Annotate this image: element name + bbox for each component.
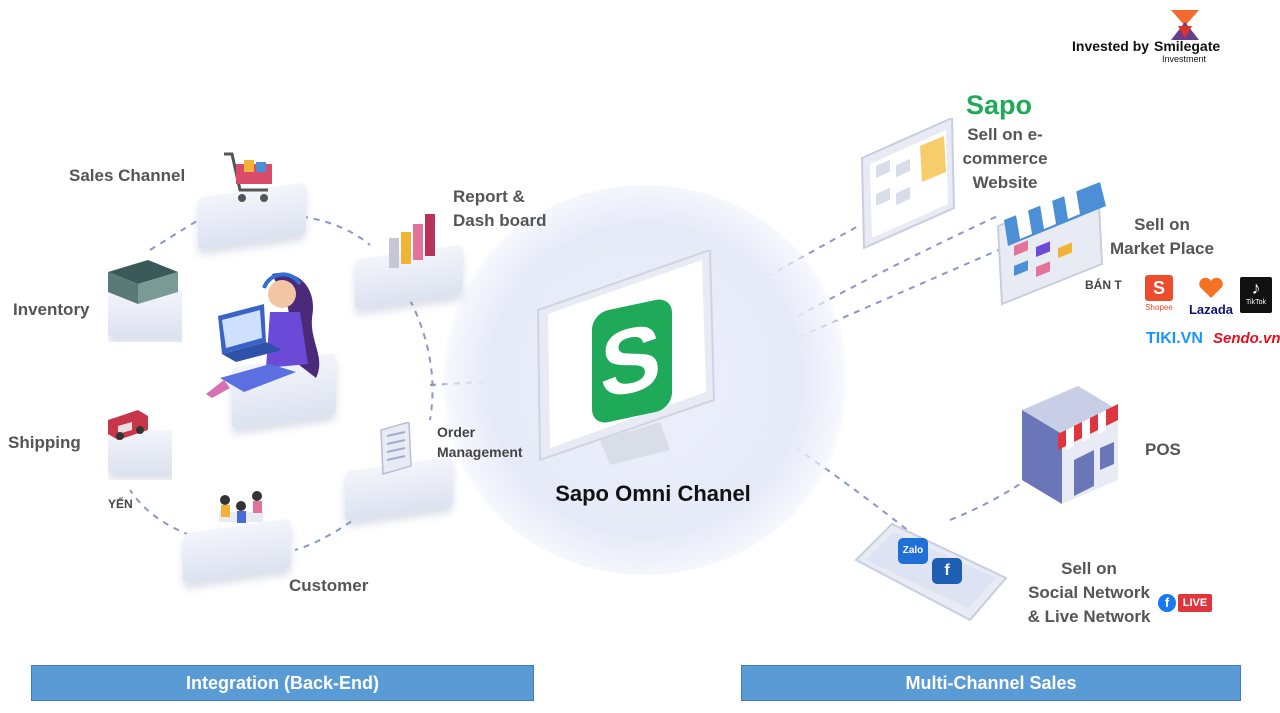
tiktok-logo: ♪ TikTok <box>1240 277 1272 313</box>
shipping-partial-text: YẾN <box>108 497 133 511</box>
shopee-bag-icon: S <box>1145 275 1173 301</box>
order-tile <box>345 420 453 522</box>
center-monitor: S <box>530 248 720 470</box>
live-badge: LIVE <box>1178 594 1212 612</box>
market-label-line2: Market Place <box>1110 239 1214 258</box>
customer-tile <box>183 490 291 584</box>
inventory-label: Inventory <box>13 300 90 319</box>
social-phone: Zalo f <box>852 520 1010 624</box>
browser-window-icon <box>860 116 956 250</box>
sendo-logo: Sendo.vn <box>1213 330 1280 347</box>
market-label: Sell on Market Place <box>1105 213 1219 261</box>
line-center-market-2 <box>699 244 1011 381</box>
sapo-app-logo: S <box>592 296 672 426</box>
customers-group-icon <box>219 491 263 523</box>
center-title: Sapo Omni Chanel <box>555 481 751 506</box>
sales-channel-label: Sales Channel <box>69 166 186 185</box>
pos-label: POS <box>1145 440 1181 459</box>
pos-store <box>1018 380 1120 508</box>
lazada-name: Lazada <box>1188 302 1234 317</box>
ecommerce-label: Sell on e- commerce Website <box>955 123 1055 195</box>
ecommerce-label-line2: commerce <box>962 149 1048 168</box>
marketplace-store <box>994 180 1110 308</box>
tiktok-note-icon: ♪ <box>1251 278 1261 298</box>
order-label-line1: Order <box>437 424 476 440</box>
bar-chart-icon <box>389 214 435 268</box>
shopee-name: Shopee <box>1145 303 1173 312</box>
ecommerce-label-line1: Sell on e- <box>967 125 1043 144</box>
social-label-line3: & Live Network <box>1027 607 1151 626</box>
phone-device-icon <box>854 522 1008 622</box>
facebook-live-badge: f LIVE <box>1158 592 1214 614</box>
line-customer-shipping <box>129 489 191 536</box>
shipping-label: Shipping <box>8 433 81 452</box>
user-illustration <box>200 268 340 433</box>
order-list-icon <box>380 422 412 475</box>
sales-channel-tile <box>198 150 306 250</box>
lazada-logo: Lazada <box>1184 277 1238 317</box>
line-social-pos <box>949 469 1041 521</box>
social-label-line2: Social Network <box>1028 583 1150 602</box>
customer-label: Customer <box>289 576 369 595</box>
market-label-line1: Sell on <box>1134 215 1190 234</box>
social-label: Sell on Social Network & Live Network <box>1024 557 1154 629</box>
invested-by-text: Invested by <box>1072 38 1150 54</box>
shipping-tile <box>108 400 172 480</box>
facebook-app-icon[interactable]: f <box>932 558 962 584</box>
inventory-tile <box>108 250 182 342</box>
line-report-order <box>409 299 434 421</box>
tiki-logo: TIKI.VN <box>1146 330 1203 347</box>
backend-section-bar: Integration (Back-End) <box>31 665 534 701</box>
sapo-s-icon: S <box>600 303 662 419</box>
person-laptop-icon <box>206 272 320 398</box>
order-label-line2: Management <box>437 444 523 460</box>
report-tile <box>355 210 463 310</box>
smilegate-logo-icon <box>1171 10 1199 40</box>
report-label-line2: Dash board <box>453 211 547 230</box>
delivery-truck-icon <box>108 410 148 440</box>
facebook-circle-icon: f <box>1158 594 1176 612</box>
lazada-heart-icon <box>1199 277 1223 298</box>
storefront-monitor-icon <box>996 182 1106 306</box>
report-label-line1: Report & <box>453 187 525 206</box>
tiktok-name: TikTok <box>1246 299 1266 306</box>
zalo-app-icon[interactable]: Zalo <box>898 538 928 564</box>
sales-section-bar: Multi-Channel Sales <box>741 665 1241 701</box>
shop-building-icon <box>1022 386 1118 504</box>
social-label-line1: Sell on <box>1061 559 1117 578</box>
market-partial-text: BÁN T <box>1085 278 1122 292</box>
ecommerce-browser <box>858 116 958 250</box>
sapo-brand-logo: Sapo <box>966 90 1033 120</box>
investor-sub: Investment <box>1162 54 1207 64</box>
shopping-cart-icon <box>224 152 272 202</box>
ecommerce-label-line3: Website <box>972 173 1038 192</box>
investor-name: Smilegate <box>1154 38 1221 54</box>
investor-brand: Invested by Smilegate Investment <box>1072 8 1232 68</box>
shopee-logo: S Shopee <box>1143 275 1175 317</box>
warehouse-icon <box>108 260 178 304</box>
